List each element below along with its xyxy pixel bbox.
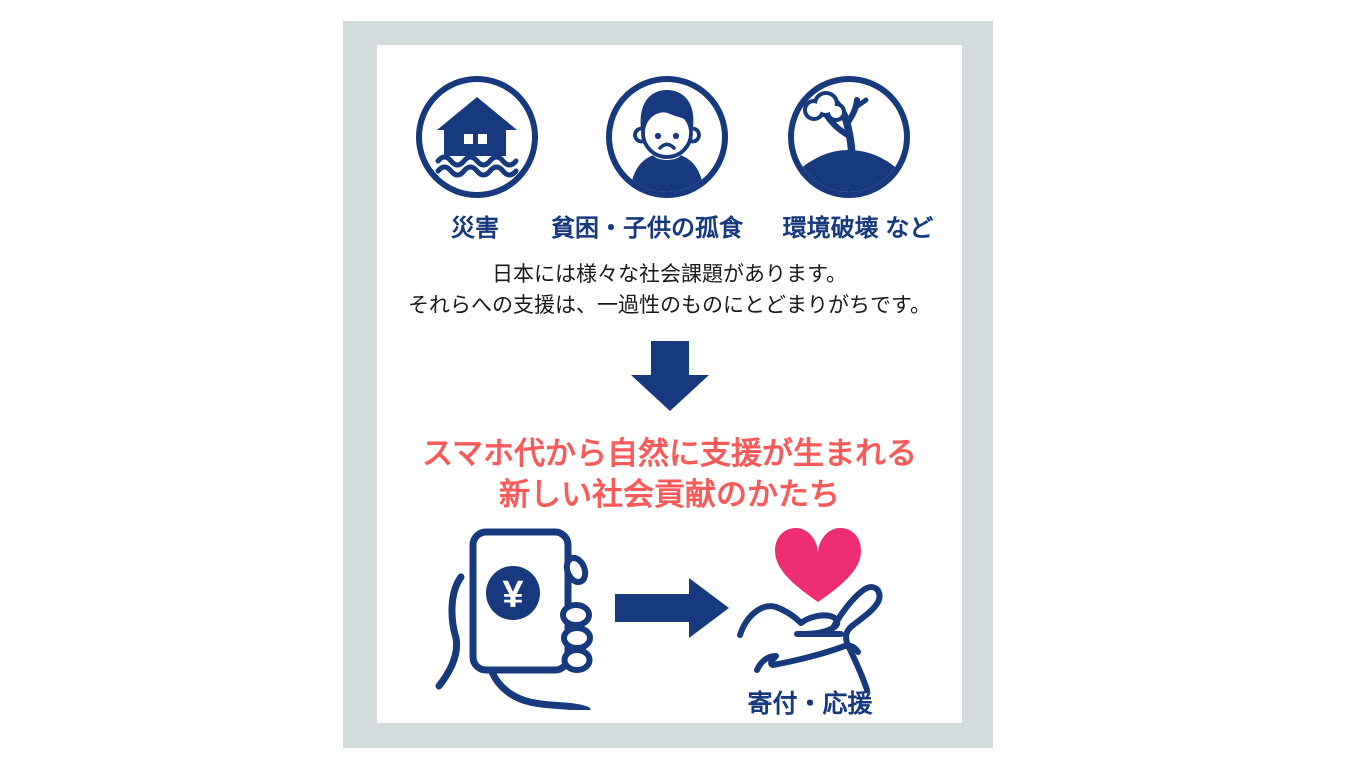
smartphone-yen-in-hand-icon: ¥ (435, 520, 595, 710)
hand-with-heart-icon (735, 518, 885, 710)
headline-text: スマホ代から自然に支援が生まれる 新しい社会貢献のかたち (377, 433, 962, 515)
headline-line-1: スマホ代から自然に支援が生まれる (421, 436, 918, 471)
sad-child-icon (604, 74, 730, 200)
dead-tree-environment-icon (786, 74, 912, 200)
arrow-right-icon (615, 578, 729, 638)
flooded-house-icon (414, 74, 540, 200)
intro-line-2: それらへの支援は、一過性のものにとどまりがちです。 (408, 294, 931, 317)
heart-shape (775, 528, 861, 602)
issue-label-disaster: 災害 (451, 215, 499, 242)
arrow-down-icon (630, 341, 709, 411)
intro-line-1: 日本には様々な社会課題があります。 (492, 263, 847, 286)
issue-label-poverty: 貧困・子供の孤食 (551, 215, 743, 242)
intro-text: 日本には様々な社会課題があります。 それらへの支援は、一過性のものにとどまりがち… (377, 259, 962, 321)
headline-line-2: 新しい社会貢献のかたち (499, 477, 840, 512)
infographic-card: 災害 貧困・子供の孤食 環境破壊 など 日本には様々な社会課題があります。 それ… (343, 21, 993, 748)
issue-label-environment: 環境破壊 など (782, 215, 934, 242)
donation-label: 寄付・応援 (747, 690, 873, 718)
infographic-panel: 災害 貧困・子供の孤食 環境破壊 など 日本には様々な社会課題があります。 それ… (377, 45, 962, 723)
yen-symbol: ¥ (502, 574, 523, 616)
